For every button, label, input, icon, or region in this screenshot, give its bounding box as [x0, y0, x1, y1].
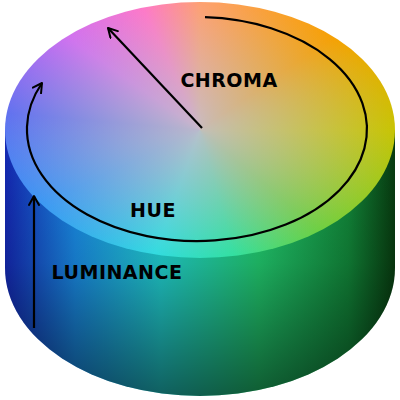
- axis-label: CHROMA: [180, 69, 277, 91]
- axis-label: LUMINANCE: [52, 261, 183, 283]
- hue-disc: [5, 2, 395, 258]
- luminance-arrow: [33, 196, 35, 328]
- cylinder-top: [5, 2, 395, 258]
- hue-arrow: [27, 17, 367, 241]
- axis-label: HUE: [130, 199, 176, 221]
